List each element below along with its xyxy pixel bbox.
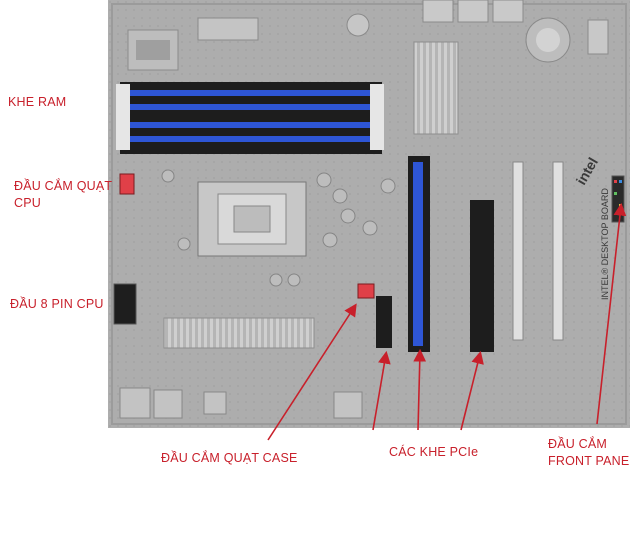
label-cpu-fan-header-line2: CPU: [14, 196, 41, 210]
cpu-fan-header: [119, 173, 135, 195]
label-ram-slots-text: KHE RAM: [8, 95, 67, 109]
label-pcie-slots: CÁC KHE PCIe: [389, 444, 478, 461]
board-model: INTEL® DESKTOP BOARD: [600, 188, 610, 300]
cpu-8pin-connector: [113, 283, 137, 325]
pcie-slots: [376, 156, 564, 352]
ram-slot: [128, 104, 374, 110]
label-front-panel-line1: ĐẦU CẮM: [548, 437, 608, 451]
label-front-panel: ĐẦU CẮM FRONT PANEL: [548, 436, 630, 470]
motherboard-image: intel INTEL® DESKTOP BOARD: [108, 0, 630, 428]
label-cpu-fan-header: ĐẦU CẮM QUẠT CPU: [14, 178, 112, 212]
ram-slot: [128, 122, 374, 128]
front-panel-header: [611, 175, 625, 223]
chipset-heatsink: [413, 41, 459, 135]
ram-slot: [128, 136, 374, 142]
ram-slots: [116, 82, 384, 154]
label-front-panel-line2: FRONT PANEL: [548, 454, 630, 468]
case-fan-header: [357, 283, 375, 299]
label-case-fan-header: ĐẦU CẮM QUẠT CASE: [161, 450, 298, 467]
label-pcie-slots-text: CÁC KHE PCIe: [389, 445, 479, 459]
ram-slot: [128, 90, 374, 96]
label-case-fan-header-text: ĐẦU CẮM QUẠT CASE: [161, 451, 298, 465]
pcie-x16-slot: [413, 162, 423, 346]
label-cpu-fan-header-line1: ĐẦU CẮM QUẠT: [14, 179, 113, 193]
label-cpu-8pin: ĐẦU 8 PIN CPU: [10, 296, 104, 313]
label-ram-slots: KHE RAM: [8, 94, 66, 111]
label-cpu-8pin-text: ĐẦU 8 PIN CPU: [10, 297, 104, 311]
cpu-socket: [197, 181, 307, 257]
